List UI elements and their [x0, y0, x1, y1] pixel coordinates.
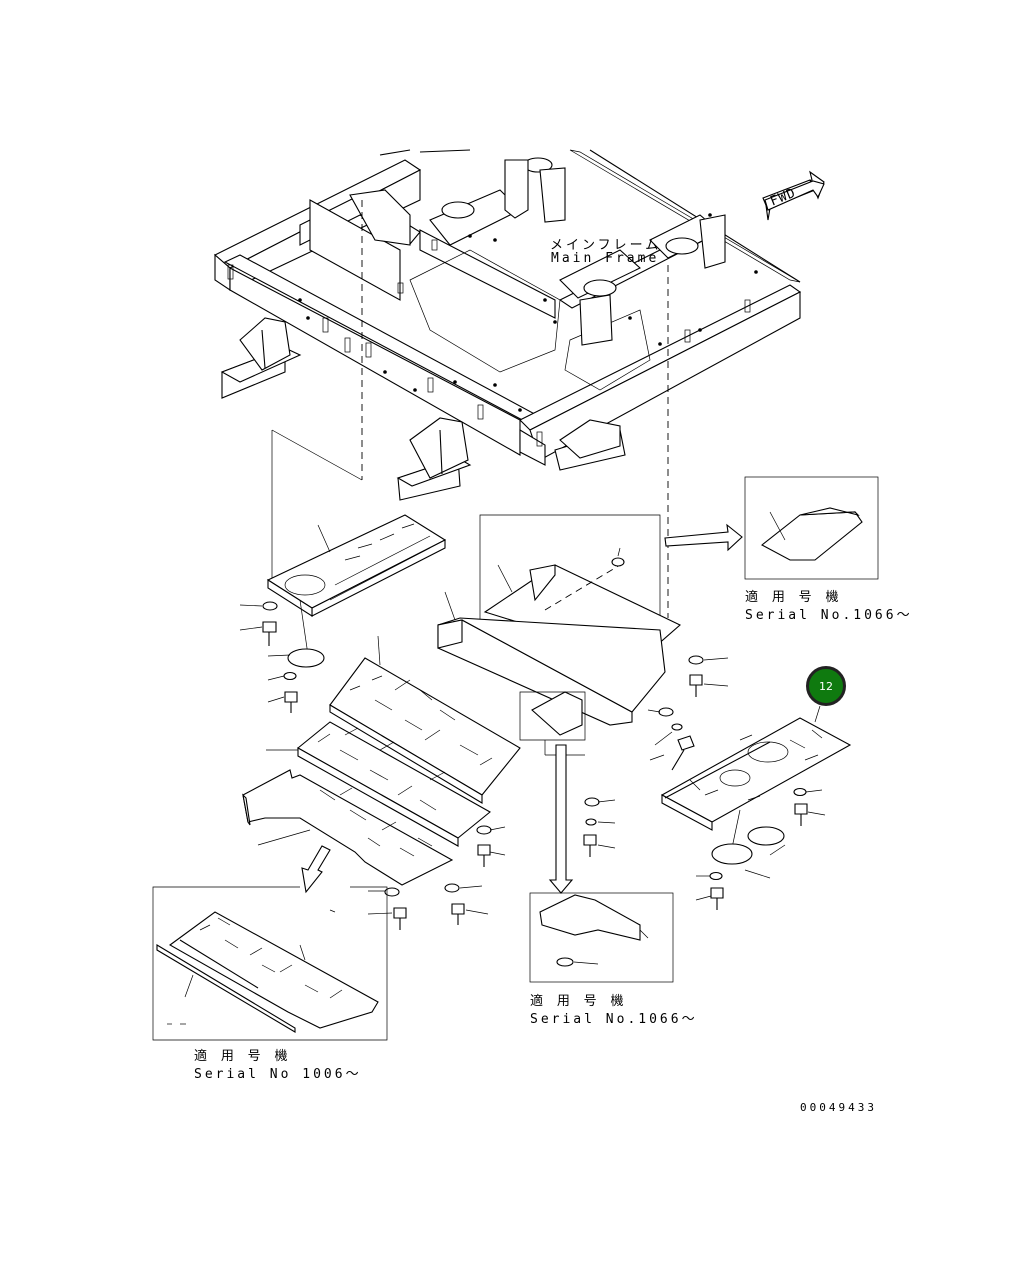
mid-left-lower-plate [266, 721, 491, 847]
lower-left-stepped-plate [242, 769, 454, 886]
main-frame-label-jp: メインフレーム [550, 238, 662, 253]
main-frame [214, 149, 825, 501]
inset-lower-left [152, 886, 388, 1041]
serial-label-left-en: Serial No 1006～ [194, 1067, 362, 1082]
bolt-set-upper-left [239, 601, 298, 713]
serial-label-right-jp: 適 用 号 機 [745, 590, 842, 605]
serial-label-right-en: Serial No.1066～ [745, 608, 913, 623]
serial-label-left-jp: 適 用 号 機 [194, 1049, 291, 1064]
center-channel-cover [437, 591, 666, 726]
round-cover-plate-left [287, 648, 325, 668]
serial-label-center-jp: 適 用 号 機 [530, 994, 627, 1009]
mid-left-perforated-plate [329, 635, 521, 804]
inset-upper-right [744, 476, 879, 580]
center-bracket [519, 691, 586, 741]
inset-center-lower [529, 892, 674, 983]
right-cover-plate [660, 705, 852, 831]
drawing-reference-code: 00049433 [800, 1101, 877, 1114]
upper-left-cover-plate [266, 514, 447, 618]
main-frame-label-en: Main Frame [551, 251, 660, 266]
callout-badge-12[interactable]: 12 [806, 666, 846, 706]
bolt-set-center [583, 797, 616, 857]
round-cover-plate-right [711, 826, 786, 879]
bolt-set-lower-left [367, 825, 506, 930]
serial-label-center-en: Serial No.1066～ [530, 1012, 698, 1027]
callout-number: 12 [819, 679, 833, 693]
bolt-set-right [695, 787, 826, 910]
bolt-set-center-right [647, 655, 729, 771]
